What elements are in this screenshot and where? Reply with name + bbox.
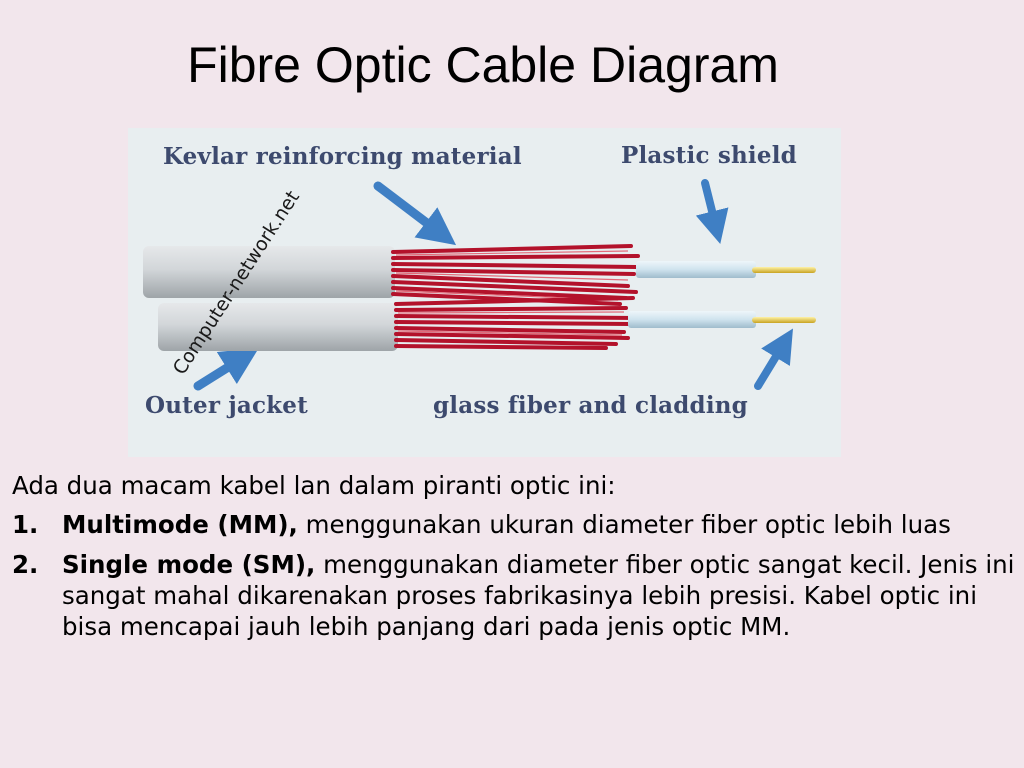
list-number: 2. <box>12 550 39 579</box>
label-plastic-shield: Plastic shield <box>621 142 797 169</box>
body-text: Ada dua macam kabel lan dalam piranti op… <box>12 470 1016 651</box>
intro-text: Ada dua macam kabel lan dalam piranti op… <box>12 471 616 500</box>
plastic-shield-top <box>636 261 756 278</box>
cable-type-list: 1. Multimode (MM), menggunakan ukuran dia… <box>12 509 1016 642</box>
arrow-outer-jacket <box>193 347 259 391</box>
list-item-multimode: 1. Multimode (MM), menggunakan ukuran dia… <box>12 509 1016 540</box>
plastic-shield-bottom <box>628 311 756 328</box>
glass-core-bottom <box>752 317 816 323</box>
outer-jacket-bottom <box>158 303 398 351</box>
description-multimode: menggunakan ukuran diameter fiber optic … <box>297 510 951 539</box>
arrow-kevlar <box>373 181 457 246</box>
list-number: 1. <box>12 510 39 539</box>
arrow-glass-fiber <box>754 328 793 390</box>
glass-core-top <box>752 267 816 273</box>
label-kevlar: Kevlar reinforcing material <box>163 143 522 170</box>
kevlar-strands-top <box>391 244 642 306</box>
label-glass-fiber: glass fiber and cladding <box>433 392 748 419</box>
slide-title: Fibre Optic Cable Diagram <box>187 37 779 93</box>
cable-bottom <box>158 296 816 351</box>
kevlar-strands-bottom <box>394 296 638 350</box>
fibre-optic-cable-diagram: Kevlar reinforcing material Plastic shie… <box>128 128 841 457</box>
outer-jacket-top <box>143 246 395 298</box>
description-single-mode: menggunakan diameter fiber optic sangat … <box>62 550 1015 641</box>
term-multimode: Multimode (MM), <box>62 510 298 539</box>
label-outer-jacket: Outer jacket <box>145 392 308 419</box>
term-single-mode: Single mode (SM), <box>62 550 316 579</box>
arrow-plastic-shield <box>695 179 729 245</box>
list-item-single-mode: 2. Single mode (SM), menggunakan diameter… <box>12 549 1016 642</box>
